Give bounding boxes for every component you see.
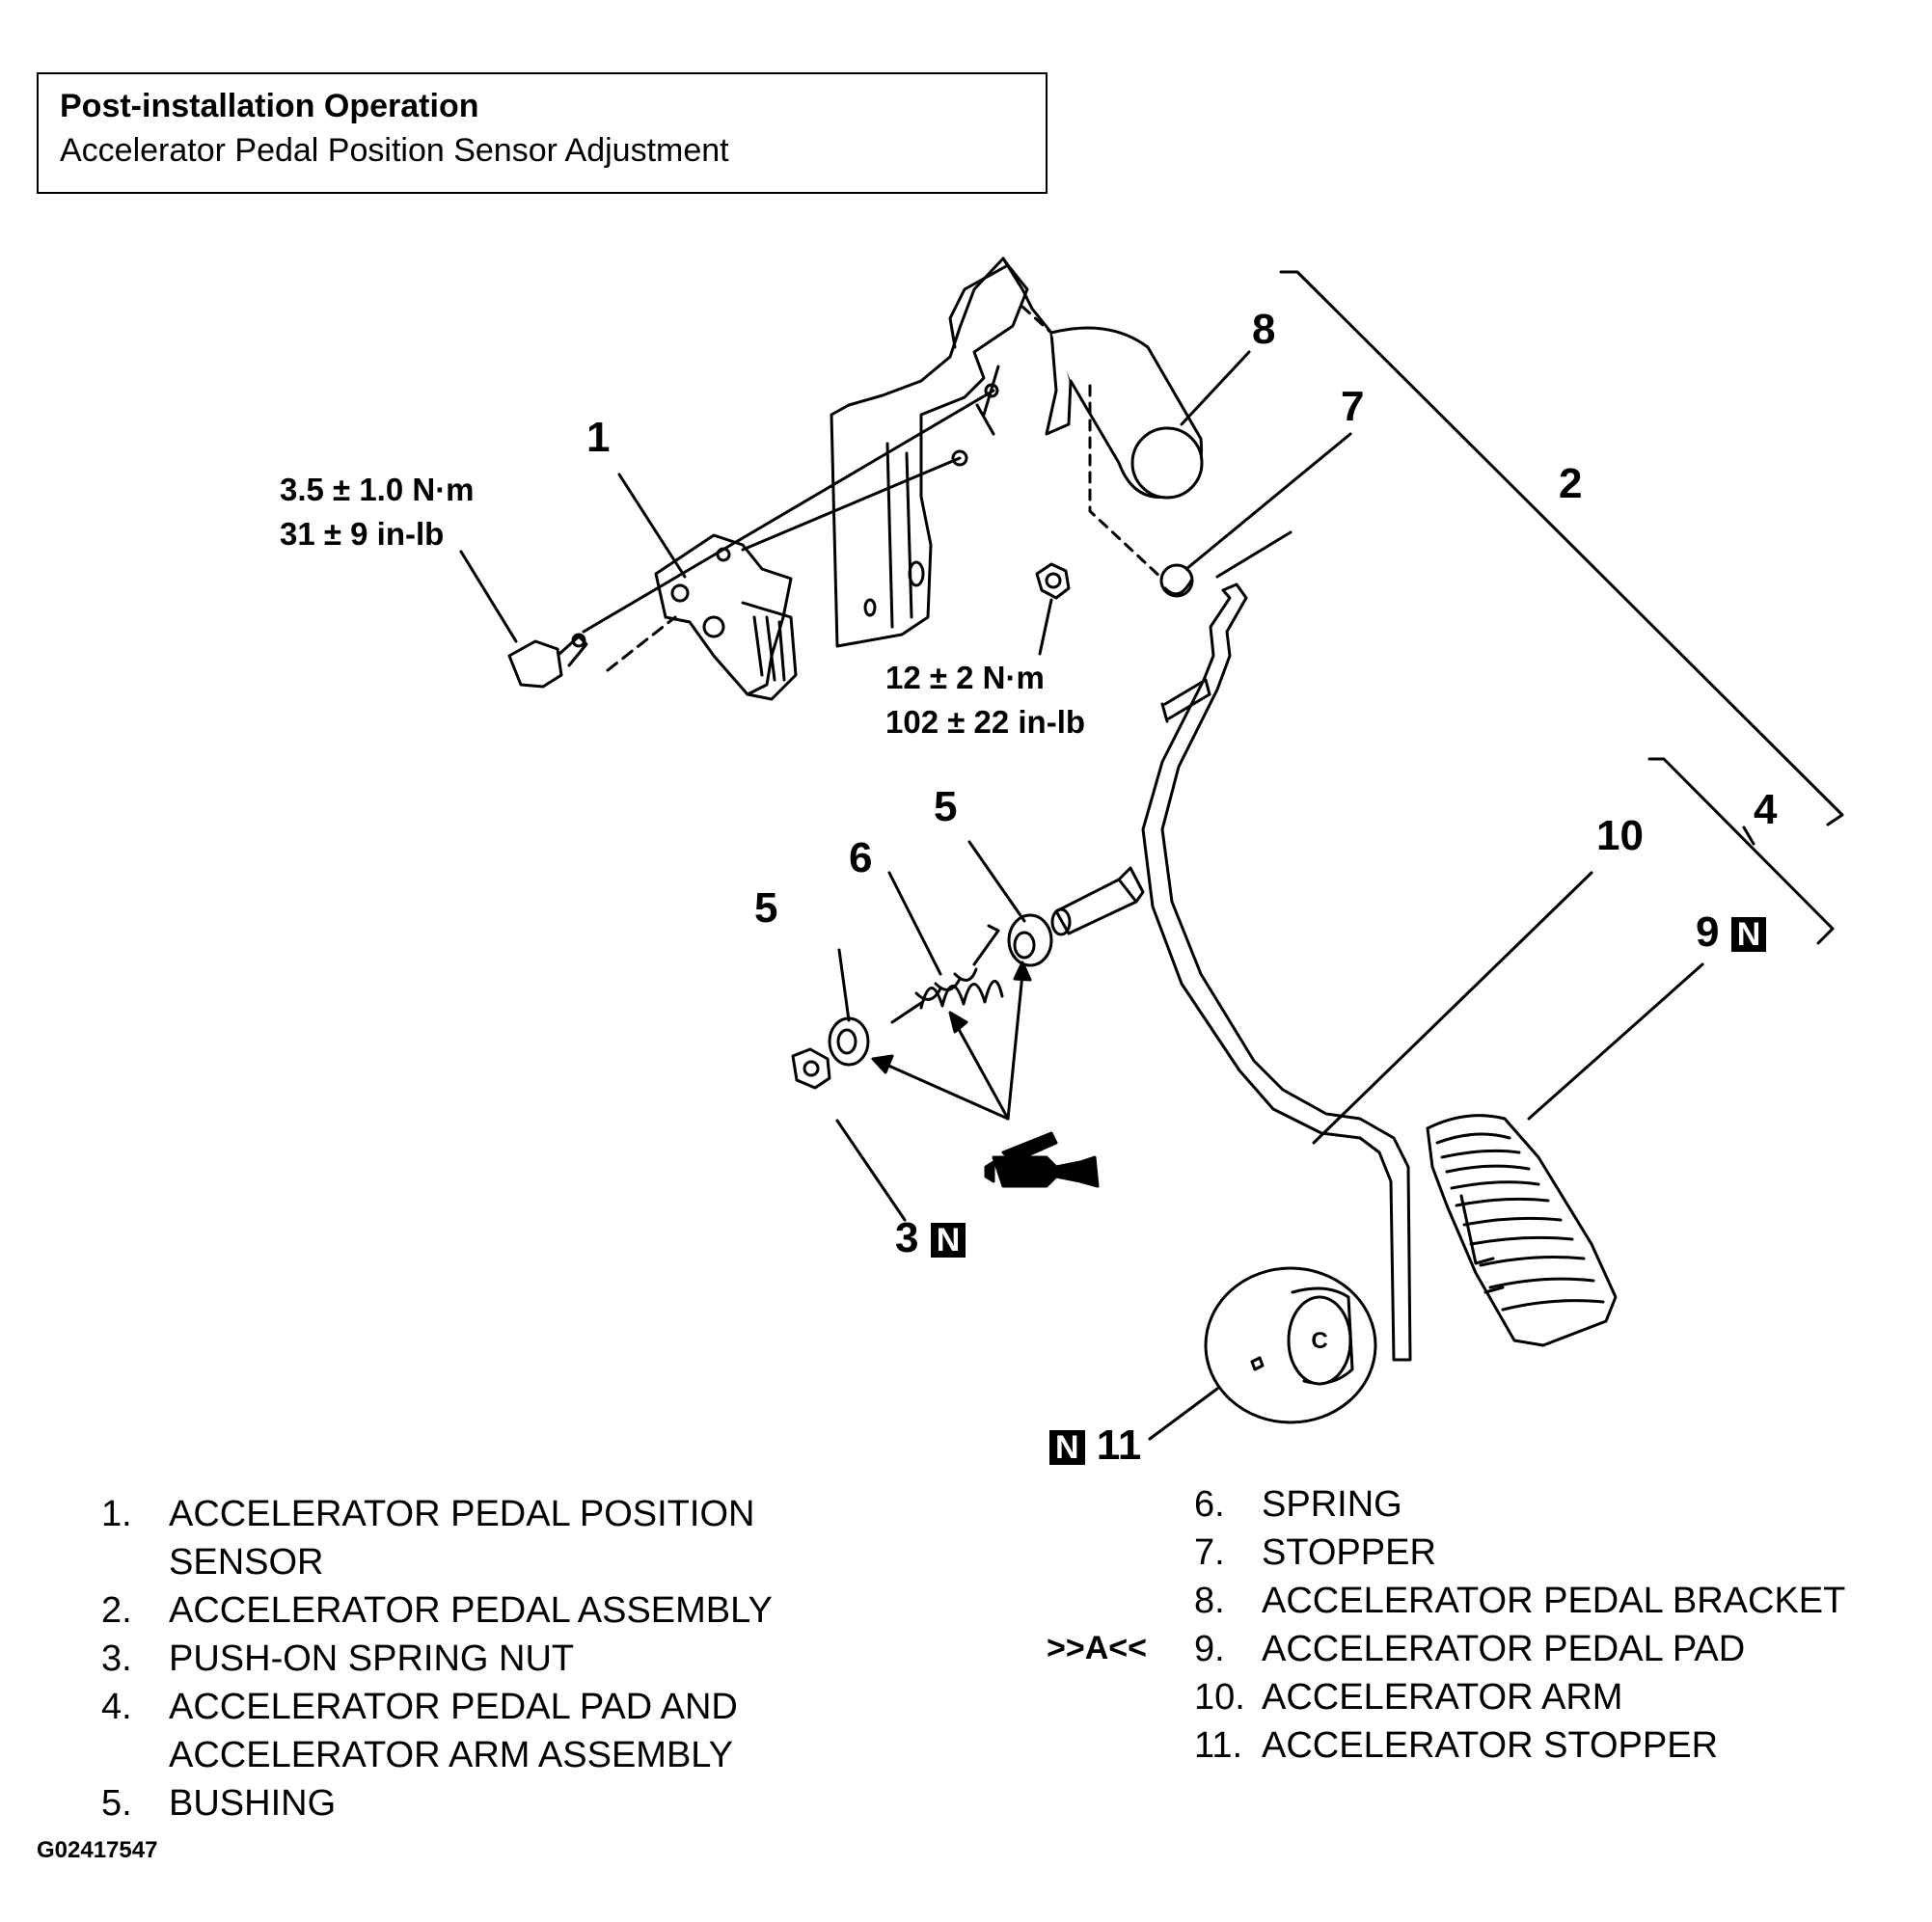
legend-item: 8.ACCELERATOR PEDAL BRACKET (1194, 1581, 1846, 1621)
leader-1 (617, 473, 687, 579)
bushing-right (1007, 913, 1053, 967)
pedal-pad (1426, 1114, 1618, 1347)
title-box: Post-installation Operation Accelerator … (37, 72, 1048, 194)
callout-4: 4 (1754, 786, 1778, 833)
leader-2-tick (1215, 530, 1293, 579)
callout-7: 7 (1341, 383, 1365, 430)
mount-line-lower (741, 456, 962, 552)
page-subtitle: Accelerator Pedal Position Sensor Adjust… (60, 132, 729, 169)
legend-item: 7.STOPPER (1194, 1532, 1436, 1573)
grease-arrows (871, 961, 1032, 1121)
callout-1: 1 (586, 414, 611, 461)
pivot-shaft (1050, 866, 1145, 936)
stopper (1159, 563, 1194, 598)
legend-item: 9.ACCELERATOR PEDAL PAD (1194, 1629, 1746, 1669)
n-badge-11: N (1049, 1430, 1085, 1466)
callout-9: 9 N (1696, 908, 1767, 956)
n-badge-9: N (1730, 917, 1767, 953)
spring (890, 924, 1004, 1024)
group-bracket-2 (1279, 270, 1844, 826)
leader-5a (837, 948, 851, 1022)
bracket-torque-inlb: 102 ± 22 in-lb (885, 704, 1086, 740)
group-bracket-4 (1647, 757, 1835, 945)
legend-left: 1.ACCELERATOR PEDAL POSITION SENSOR 2.AC… (101, 1490, 773, 1827)
page-title: Post-installation Operation (60, 88, 479, 124)
n-badge-3: N (930, 1223, 966, 1259)
leader-5b (967, 840, 1026, 923)
callout-9-number: 9 (1696, 908, 1720, 956)
accelerator-stopper (1204, 1266, 1377, 1424)
bracket-bolt (1035, 562, 1071, 600)
push-on-spring-nut (791, 1047, 831, 1090)
callout-3-number: 3 (895, 1214, 919, 1261)
callout-11-number: 11 (1096, 1421, 1142, 1469)
legend-item: ACCELERATOR ARM ASSEMBLY (169, 1735, 733, 1775)
leader-6 (887, 871, 942, 976)
legend-item: 4.ACCELERATOR PEDAL PAD AND (101, 1687, 738, 1727)
bushing-left (828, 1016, 870, 1067)
leader-8 (1180, 350, 1251, 426)
legend-right: 6.SPRING 7.STOPPER 8.ACCELERATOR PEDAL B… (1194, 1480, 1845, 1770)
sensor-bolt (507, 633, 588, 689)
legend-item: 1.ACCELERATOR PEDAL POSITION (101, 1494, 755, 1534)
legend-item: 3.PUSH-ON SPRING NUT (101, 1638, 575, 1679)
leader-9 (1527, 962, 1704, 1121)
callout-5-right: 5 (934, 783, 958, 830)
callout-2: 2 (1559, 460, 1583, 507)
leader-11 (1148, 1387, 1219, 1441)
sensor-torque-inlb: 31 ± 9 in-lb (280, 516, 445, 552)
callout-3: 3 N (895, 1217, 966, 1259)
leader-3 (835, 1119, 907, 1222)
leader-sensor-torque (459, 550, 518, 643)
stopper-mark: C (1311, 1328, 1327, 1354)
callout-10: 10 (1596, 812, 1644, 859)
leader-10 (1312, 871, 1593, 1145)
callout-6: 6 (849, 834, 873, 881)
bracket-torque-nm: 12 ± 2 N·m (885, 660, 1045, 695)
legend-item: SENSOR (169, 1542, 324, 1583)
callout-11: N 11 (1049, 1424, 1141, 1467)
legend-item: 6.SPRING (1194, 1484, 1402, 1525)
pedal-bracket (830, 257, 1204, 648)
mount-line-upper (582, 389, 995, 634)
leader-bracket-torque (1038, 598, 1053, 656)
leader-4 (1742, 826, 1755, 846)
sensor-torque-nm: 3.5 ± 1.0 N·m (280, 472, 475, 507)
callout-8: 8 (1252, 306, 1276, 353)
sensor-torque-spec: 3.5 ± 1.0 N·m 31 ± 9 in-lb (280, 468, 475, 556)
grease-tube-icon (984, 1131, 1100, 1188)
legend-item: 11.ACCELERATOR STOPPER (1194, 1725, 1719, 1766)
pedal-position-sensor (606, 533, 798, 701)
callout-5-left: 5 (754, 884, 778, 932)
leader-7 (1184, 432, 1352, 571)
figure-id: G02417547 (37, 1837, 158, 1863)
legend-item: 10.ACCELERATOR ARM (1194, 1677, 1623, 1718)
legend-item: 5.BUSHING (101, 1783, 337, 1824)
accelerator-arm (1141, 582, 1412, 1362)
procedure-ref: >>A<< (1047, 1630, 1147, 1666)
legend-item: 2.ACCELERATOR PEDAL ASSEMBLY (101, 1590, 773, 1631)
bracket-torque-spec: 12 ± 2 N·m 102 ± 22 in-lb (885, 656, 1085, 744)
